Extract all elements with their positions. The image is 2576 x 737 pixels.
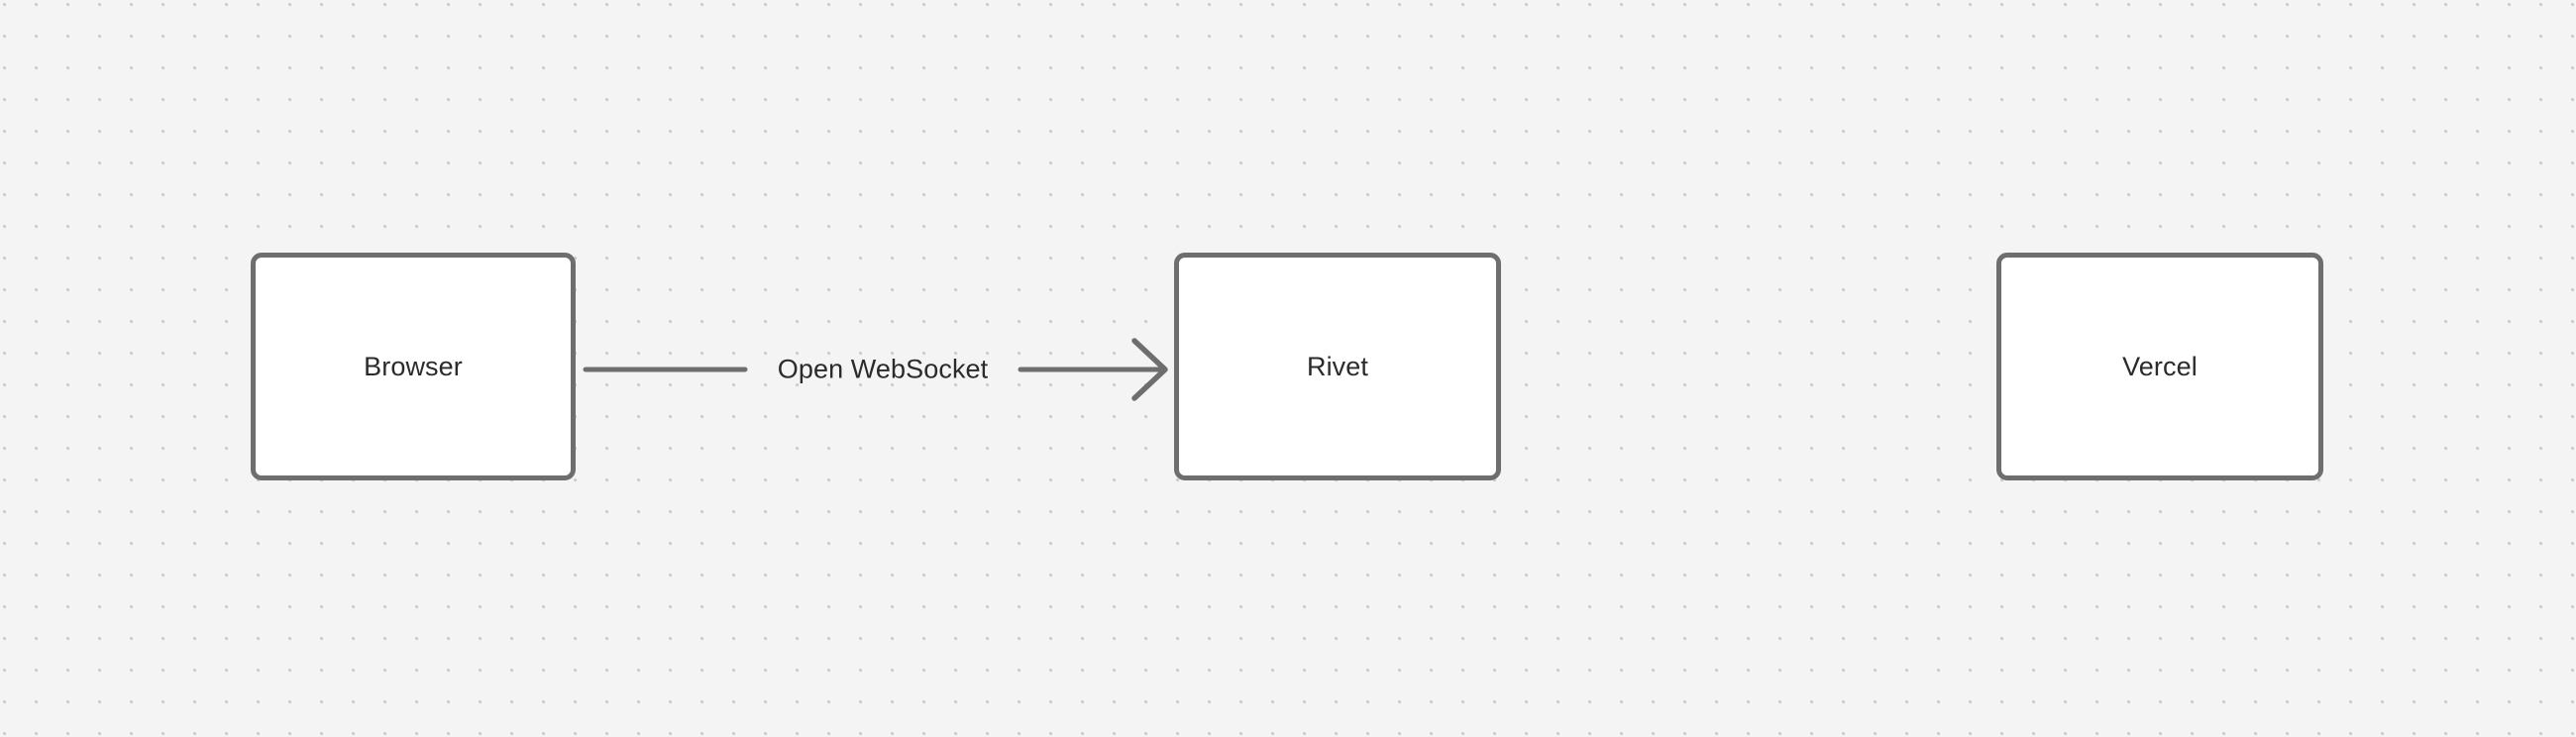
node-rivet[interactable]: Rivet: [1174, 253, 1501, 480]
node-label-rivet: Rivet: [1306, 351, 1368, 381]
node-label-browser: Browser: [364, 351, 463, 381]
node-browser[interactable]: Browser: [251, 253, 576, 480]
node-vercel[interactable]: Vercel: [1996, 253, 2323, 480]
edge-label-open-websocket: Open WebSocket: [777, 354, 989, 384]
node-label-vercel: Vercel: [2122, 351, 2198, 381]
